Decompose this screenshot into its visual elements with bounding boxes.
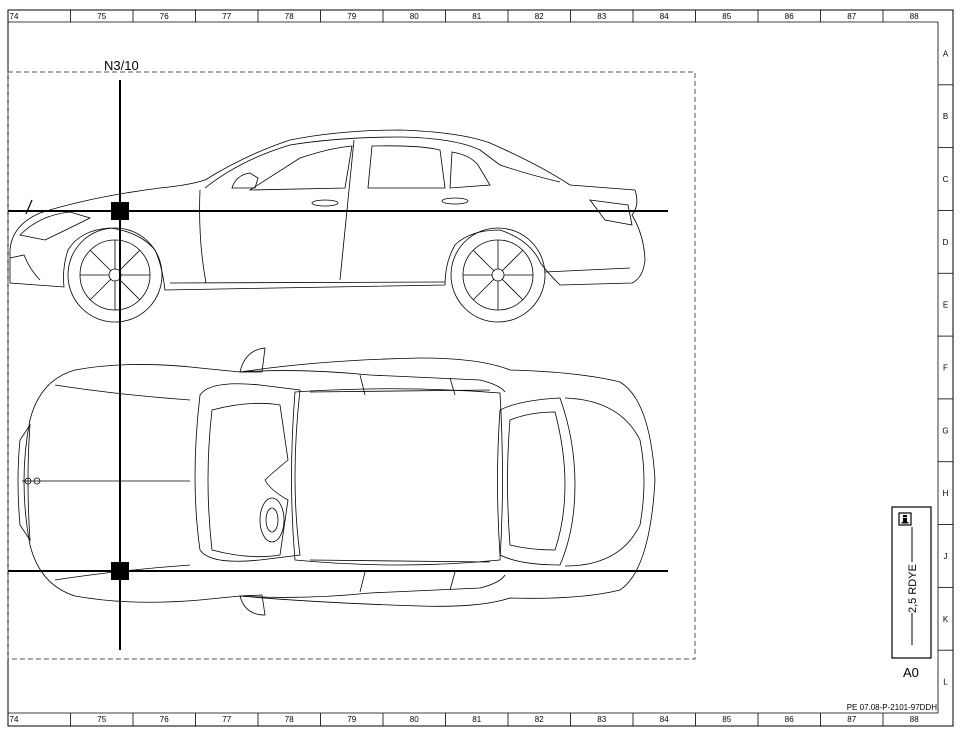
connector-label: A0 xyxy=(903,665,919,680)
component-marker-side xyxy=(111,202,129,220)
column-label: 78 xyxy=(285,12,294,21)
column-label: 87 xyxy=(847,715,856,724)
column-label: 75 xyxy=(97,715,106,724)
column-label: 74 xyxy=(10,12,19,21)
column-label: 82 xyxy=(535,12,544,21)
column-scale-bottom: 74 75 76 77 78 79 80 81 82 83 84 85 86 87 88 xyxy=(10,713,919,726)
column-label: 83 xyxy=(597,12,606,21)
column-scale-top: 74 75 76 77 78 79 80 81 82 83 84 85 86 87 88 xyxy=(10,10,919,22)
column-label: 84 xyxy=(660,12,669,21)
info-icon xyxy=(898,512,912,526)
row-label: D xyxy=(943,238,949,247)
column-label: 76 xyxy=(160,12,169,21)
row-label: J xyxy=(944,552,948,561)
column-label: 77 xyxy=(222,12,231,21)
column-label: 79 xyxy=(347,12,356,21)
wire-label: 2,5 RDYE xyxy=(907,564,919,613)
column-label: 75 xyxy=(97,12,106,21)
column-label: 84 xyxy=(660,715,669,724)
column-label: 86 xyxy=(785,715,794,724)
info-box: 2,5 RDYE xyxy=(891,506,932,659)
column-label: 86 xyxy=(785,12,794,21)
column-label: 78 xyxy=(285,715,294,724)
column-label: 77 xyxy=(222,715,231,724)
component-label: N3/10 xyxy=(104,58,139,73)
column-label: 76 xyxy=(160,715,169,724)
row-label: A xyxy=(943,49,949,58)
wiring-overlay xyxy=(8,80,668,650)
column-label: 82 xyxy=(535,715,544,724)
component-marker-top xyxy=(111,562,129,580)
drawing-number: PE 07.08-P-2101-97DDH xyxy=(847,703,937,712)
row-label: K xyxy=(943,615,949,624)
row-label: H xyxy=(943,489,949,498)
row-scale-right: A B C D E F G H J K L xyxy=(938,49,953,687)
column-label: 85 xyxy=(722,12,731,21)
car-side-view xyxy=(9,129,646,323)
row-label: G xyxy=(942,426,948,435)
component-boundary xyxy=(7,71,696,660)
column-label: 83 xyxy=(597,715,606,724)
row-label: E xyxy=(943,301,948,310)
column-label: 74 xyxy=(10,715,19,724)
column-label: 80 xyxy=(410,12,419,21)
row-label: L xyxy=(943,678,948,687)
column-label: 87 xyxy=(847,12,856,21)
car-top-view xyxy=(17,347,656,616)
column-label: 79 xyxy=(347,715,356,724)
column-label: 85 xyxy=(722,715,731,724)
column-label: 88 xyxy=(910,12,919,21)
row-label: F xyxy=(943,364,948,373)
drawing-frame xyxy=(7,9,954,727)
column-label: 81 xyxy=(472,12,481,21)
column-label: 88 xyxy=(910,715,919,724)
row-label: C xyxy=(943,175,949,184)
column-label: 80 xyxy=(410,715,419,724)
leader-mark xyxy=(25,199,33,215)
column-label: 81 xyxy=(472,715,481,724)
row-label: B xyxy=(943,112,948,121)
